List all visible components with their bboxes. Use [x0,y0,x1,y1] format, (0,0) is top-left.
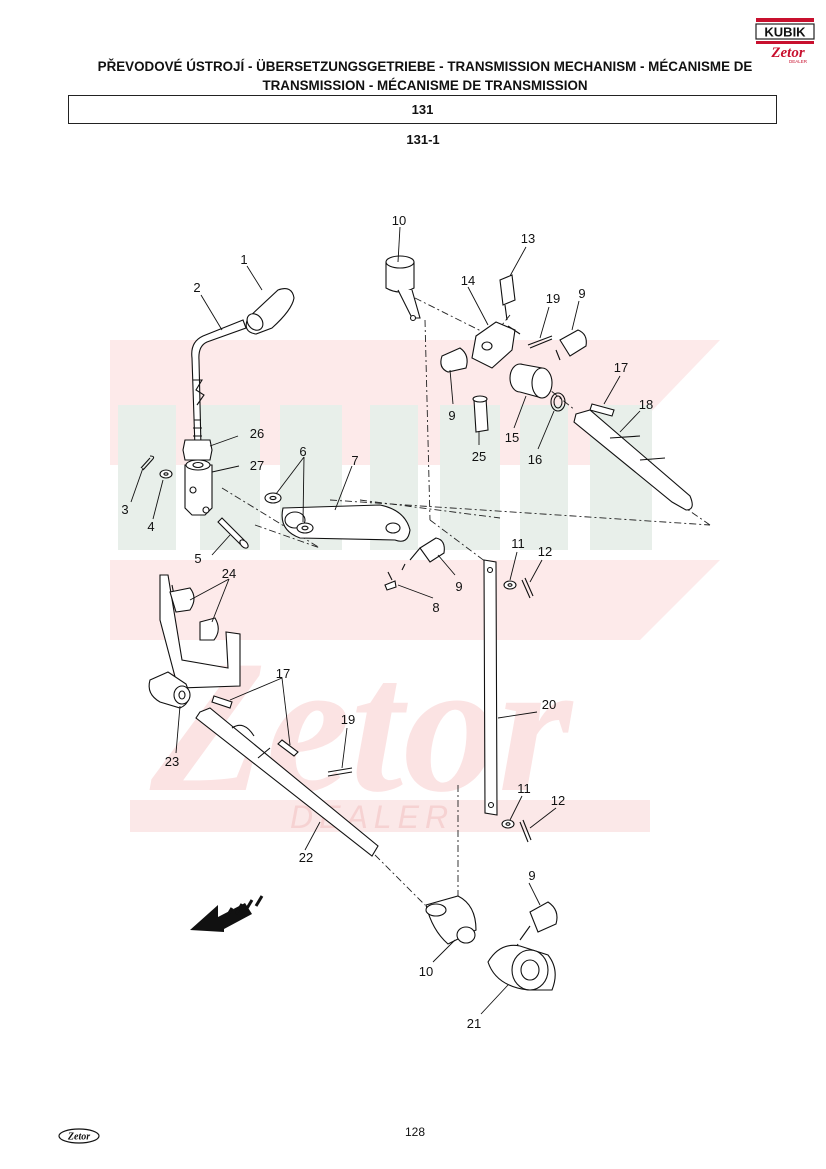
callout-26: 26 [250,426,264,441]
callout-9-left: 9 [448,408,455,423]
callout-19-upper: 19 [546,291,560,306]
callout-23: 23 [165,754,179,769]
callout-12-upper: 12 [538,544,552,559]
logo-text: KUBIK [764,25,806,40]
callout-16: 16 [528,452,542,467]
logo-sub: Zetor [770,45,804,61]
callout-2: 2 [193,280,200,295]
callout-17-lower: 17 [276,666,290,681]
callout-19-lower: 19 [341,712,355,727]
subsection-number: 131-1 [406,132,440,147]
title-line-2: TRANSMISSION - MÉCANISME DE TRANSMISSION [262,78,588,93]
callout-17-upper: 17 [614,360,628,375]
direction-arrow-icon [190,895,264,932]
callout-6: 6 [299,444,306,459]
callout-11-upper: 11 [511,536,525,551]
page-number: 128 [404,1125,426,1139]
callout-22: 22 [299,850,313,865]
callout-8: 8 [432,600,439,615]
callout-21: 21 [467,1016,481,1031]
kubik-zetor-logo: KUBIK Zetor DEALER [755,18,815,64]
callout-3: 3 [121,502,128,517]
callout-10-upper: 10 [392,213,406,228]
callout-18: 18 [639,397,653,412]
callout-20: 20 [542,697,556,712]
callout-24: 24 [222,566,236,581]
section-number: 131 [411,102,434,117]
callout-7: 7 [351,453,358,468]
callout-13: 13 [521,231,535,246]
watermark: Zetor DEALER [110,340,720,835]
callout-4: 4 [147,519,154,534]
callout-12-lower: 12 [551,793,565,808]
callout-10-lower: 10 [419,964,433,979]
logo-tag: DEALER [789,59,808,64]
callout-5: 5 [194,551,201,566]
callout-1: 1 [240,252,247,267]
callout-25: 25 [472,449,486,464]
footer-logo-text: Zetor [67,1132,90,1143]
callout-9-lower: 9 [528,868,535,883]
zetor-footer-logo: Zetor [58,1128,100,1144]
callout-27: 27 [250,458,264,473]
callout-9-right: 9 [578,286,585,301]
callout-14: 14 [461,273,475,288]
callout-15: 15 [505,430,519,445]
page-title: PŘEVODOVÉ ÚSTROJÍ - ÜBERSETZUNGSGETRIEBE… [60,57,790,95]
section-number-box: 131 [68,95,777,124]
title-line-1: PŘEVODOVÉ ÚSTROJÍ - ÜBERSETZUNGSGETRIEBE… [97,59,753,74]
callout-9-link: 9 [455,579,462,594]
callout-11-lower: 11 [517,781,531,796]
